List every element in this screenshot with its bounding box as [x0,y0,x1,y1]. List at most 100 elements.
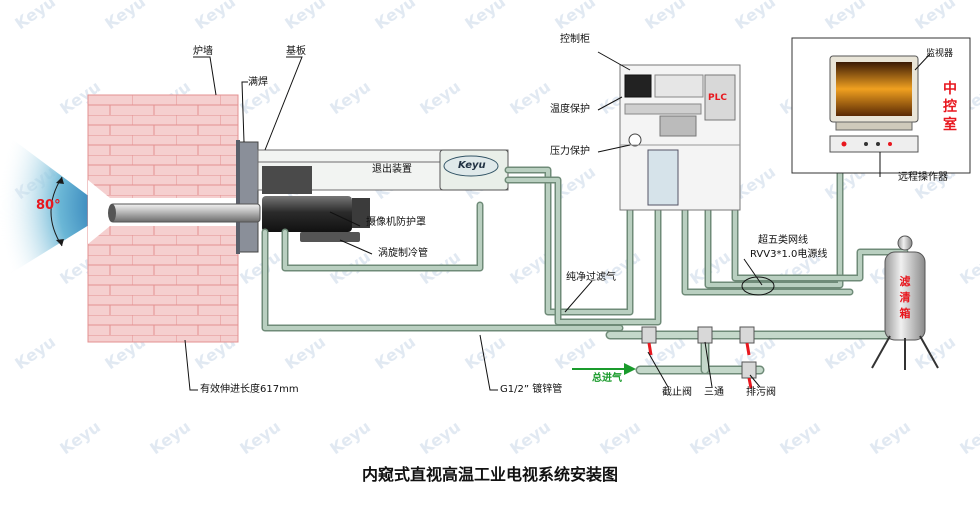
control-room-char: 中 [943,81,957,97]
angle-arc-arrow-bottom [56,239,64,246]
watermark-text: Keyu [11,332,59,373]
filter-tank-char: 清 [899,291,911,304]
remote-operator [829,135,919,153]
label-control-room: 中 控 室 [940,80,960,134]
watermark-text: Keyu [911,0,959,33]
terminal-strip [624,103,702,115]
probe-tube [109,203,261,223]
monitor-base [835,121,913,131]
full-weld [236,140,240,254]
plc-module [704,74,736,121]
power-supply [659,115,697,137]
label-temp-protect: 温度保护 [550,104,590,115]
drain-valve [739,326,755,344]
watermark-text: Keyu [461,0,509,33]
watermark-text: Keyu [866,417,914,458]
drain-valve-handle [745,342,751,356]
label-full-weld: 满焊 [248,77,268,88]
watermark-text: Keyu [146,417,194,458]
lower-valve-handle [747,377,753,389]
label-plc: PLC [708,93,727,103]
label-80-degree: 80° [36,198,61,213]
watermark-text: Keyu [281,0,329,33]
watermark-text: Keyu [416,417,464,458]
vortex-cooler [300,232,360,242]
angle-arc [50,176,63,247]
label-remote-op: 远程操作器 [898,172,948,183]
tee-fitting [697,326,713,344]
pipe-network [261,166,910,375]
label-base-plate: 基板 [286,46,306,57]
label-monitor: 监视器 [926,49,954,59]
watermark-text: Keyu [956,247,980,288]
watermark-text: Keyu [191,0,239,33]
label-pure-air: 纯净过滤气 [566,272,616,283]
label-stop-valve: 截止阀 [662,387,692,398]
watermark-text: Keyu [326,417,374,458]
angle-arc-arrow-top [56,177,64,184]
label-filter-tank: 滤 清 箱 [895,274,915,322]
watermark-text: Keyu [821,0,869,33]
tank-leg [871,335,891,369]
retract-bracket [262,166,312,194]
camera-cover [262,196,352,232]
base-plate [237,141,259,253]
remote-button [876,142,880,146]
tank-top-knob [897,235,913,251]
lower-valve [741,361,757,379]
watermark-text: Keyu [236,417,284,458]
temp-controller [624,74,652,98]
probe-lens [108,204,116,222]
remote-button-red [841,141,847,147]
watermark-text: Keyu [776,417,824,458]
watermark-text: Keyu [506,417,554,458]
label-power-cable: RVV3*1.0电源线 [750,249,828,260]
main-air-arrow-head [624,363,636,375]
watermark-text: Keyu [371,0,419,33]
camera-cover-back [352,198,370,228]
breaker-block [654,74,704,98]
label-tee: 三通 [704,387,724,398]
label-retract-device: 退出装置 [372,164,412,175]
watermark-text: Keyu [551,332,599,373]
label-main-air: 总进气 [592,373,622,384]
label-pressure-protect: 压力保护 [550,146,590,157]
watermark-text: Keyu [56,417,104,458]
light-beam-cone [0,130,110,280]
label-control-cabinet: 控制柜 [560,34,590,45]
leader-lines [184,51,931,391]
watermark-text: Keyu [236,247,284,288]
watermark-text: Keyu [506,77,554,118]
watermark-text: Keyu [11,0,59,33]
control-room-char: 室 [943,117,957,133]
remote-button-red [888,142,892,146]
brand-badge [443,155,499,177]
watermark-text: Keyu [551,0,599,33]
label-galv-pipe: G1/2” 镀锌管 [500,384,563,395]
control-room-char: 控 [943,99,957,115]
watermark-text: Keyu [326,77,374,118]
label-furnace-wall: 炉墙 [193,46,213,57]
watermark-text: Keyu [371,332,419,373]
filter-regulator [647,149,679,206]
stop-valve-handle [647,342,653,356]
monitor-screen [836,62,912,116]
watermark-text: Keyu [956,417,980,458]
watermark-text: Keyu [641,0,689,33]
watermark-text: Keyu [461,332,509,373]
filter-tank-char: 箱 [899,307,911,320]
label-brand: Keyu [458,160,486,171]
remote-button [864,142,868,146]
watermark-text: Keyu [731,0,779,33]
watermark-text: Keyu [596,417,644,458]
watermark-text: Keyu [686,417,734,458]
label-camera-cover: 摄像机防护罩 [366,217,426,228]
label-cable: 超五类网线 [758,235,808,246]
label-effective-length: 有效伸进长度617mm [200,384,299,395]
tank-leg [919,335,939,369]
watermark-text: Keyu [101,0,149,33]
watermark-text: Keyu [281,332,329,373]
pressure-gauge [628,133,642,147]
diagram-title: 内窥式直视高温工业电视系统安装图 [361,465,618,484]
label-drain-valve: 排污阀 [746,387,776,398]
